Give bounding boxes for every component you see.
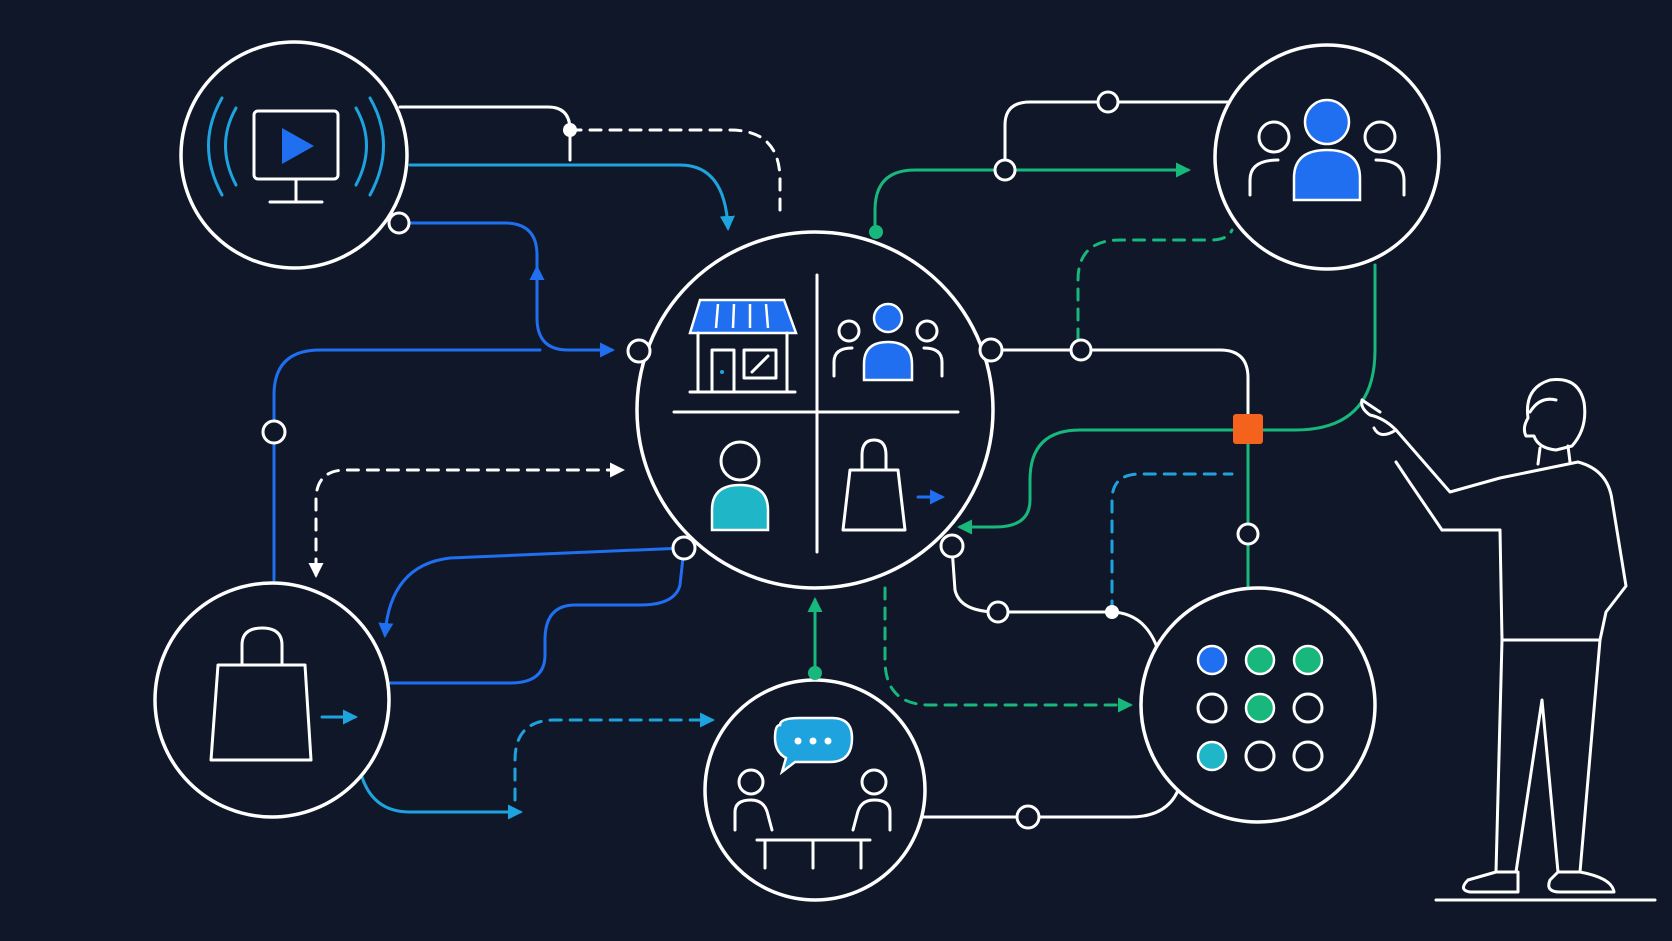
connector-dashed-to-hub xyxy=(314,462,625,572)
shopping-bag-icon xyxy=(841,438,945,532)
connector-hub-shopping-lower xyxy=(383,546,686,685)
hub-node[interactable] xyxy=(635,230,995,590)
connection-ports xyxy=(261,90,1263,830)
person-pointing-icon xyxy=(1360,377,1657,902)
connector-media-dashed xyxy=(568,128,782,214)
connector-media-cyan xyxy=(408,163,735,231)
apps-node[interactable] xyxy=(1139,586,1377,824)
connector-dashed-cyan-apps xyxy=(1110,472,1234,614)
user-group-icon xyxy=(1248,98,1406,202)
connector-community-top xyxy=(1003,100,1230,172)
connector-dashed-cyan-meeting xyxy=(513,712,715,802)
connector-shopping-meeting xyxy=(358,768,523,820)
video-broadcast-icon xyxy=(207,96,385,204)
connector-dashed-green-community xyxy=(1076,228,1234,342)
media-node[interactable] xyxy=(179,40,409,270)
app-grid-icon xyxy=(1196,644,1324,772)
meeting-node[interactable] xyxy=(703,678,927,902)
connector-green-curve xyxy=(957,263,1377,535)
connector-hub-shopping xyxy=(378,546,686,638)
community-node[interactable] xyxy=(1213,43,1441,271)
user-group-icon xyxy=(832,302,944,382)
connector-hub-apps xyxy=(950,546,1160,652)
connector-hub-community xyxy=(873,162,1191,234)
shopping-bag-icon xyxy=(209,626,358,762)
connector-media-top xyxy=(398,105,572,162)
meeting-chat-icon xyxy=(733,716,892,870)
connector-hub-apps-dashed xyxy=(883,586,1133,713)
user-icon xyxy=(710,440,770,532)
connector-hub-right xyxy=(990,348,1250,432)
connector-left-vertical xyxy=(272,348,542,582)
junction-node xyxy=(1233,414,1263,444)
connector-media-blue xyxy=(398,221,615,358)
shopping-node[interactable] xyxy=(153,581,391,819)
connector-meeting-apps xyxy=(918,783,1182,819)
storefront-icon xyxy=(688,298,798,394)
